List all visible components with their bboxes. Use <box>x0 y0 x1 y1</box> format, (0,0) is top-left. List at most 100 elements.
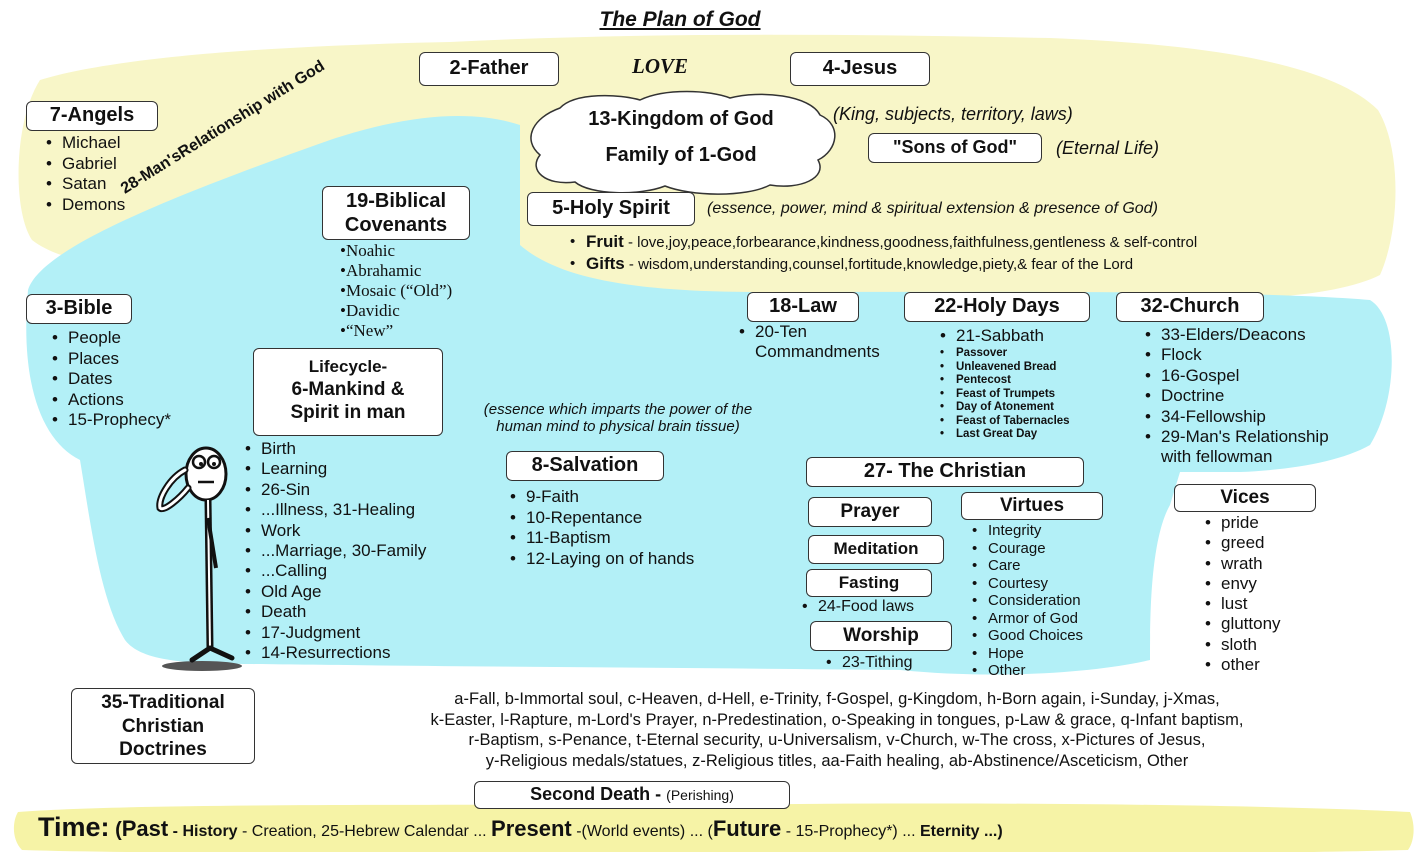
sons-of-god-box: "Sons of God" <box>868 133 1042 163</box>
time-past-text: - Creation, 25-Hebrew Calendar ... <box>237 823 492 840</box>
time-history: History <box>182 823 238 840</box>
law-item-line-2: Commandments <box>755 342 880 361</box>
lifecycle-item: 26-Sin <box>245 480 426 501</box>
virtues-box: Virtues <box>961 492 1103 520</box>
time-label: Time: <box>38 812 110 842</box>
covenants-title-1: 19-Biblical <box>345 190 447 212</box>
church-box: 32-Church <box>1116 292 1264 322</box>
church-item: 33-Elders/Deacons <box>1145 325 1329 346</box>
holy-day-item: Day of Atonement <box>940 401 1070 415</box>
lifecycle-item: 14-Resurrections <box>245 643 426 664</box>
note-line-2: human mind to physical brain tissue) <box>496 418 740 435</box>
salvation-item: 11-Baptism <box>510 528 694 549</box>
holy-day-item: Pentecost <box>940 374 1070 388</box>
bible-list: PeoplePlacesDatesActions15-Prophecy* <box>52 328 171 431</box>
covenants-box: 19-Biblical Covenants <box>322 186 470 240</box>
page-title: The Plan of God <box>599 8 761 31</box>
fasting-item-label: 24-Food laws <box>818 598 915 615</box>
time-present-text: -(World events) ... ( <box>571 823 713 840</box>
time-past: Past <box>121 816 169 841</box>
sons-note: (Eternal Life) <box>1056 138 1160 158</box>
angel-item: Gabriel <box>46 154 125 175</box>
vices-box: Vices <box>1174 484 1316 512</box>
worship-item: •23-Tithing <box>826 654 913 671</box>
law-item-line-1: 20-Ten <box>755 322 807 341</box>
love-label: LOVE <box>632 54 689 78</box>
doctrine-line: y-Religious medals/statues, z-Religious … <box>485 751 1189 770</box>
lifecycle-box: Lifecycle- 6-Mankind & Spirit in man <box>253 348 443 436</box>
lifecycle-item: Work <box>245 521 426 542</box>
family-title: Family of 1-God <box>605 144 757 166</box>
second-death-label: Second Death - <box>530 784 662 804</box>
kingdom-note: (King, subjects, territory, laws) <box>833 104 1073 124</box>
time-eternity: Eternity ...) <box>919 823 1003 840</box>
fasting-box: Fasting <box>806 569 932 597</box>
spirit-list: Fruit - love,joy,peace,forbearance,kindn… <box>570 231 1197 275</box>
virtue-item: Hope <box>972 645 1083 663</box>
bible-item: 15-Prophecy* <box>52 410 171 431</box>
lifecycle-item: ...Calling <box>245 561 426 582</box>
vice-item: pride <box>1205 513 1281 534</box>
bible-item: People <box>52 328 171 349</box>
time-future-text: - 15-Prophecy*) ... <box>781 823 920 840</box>
time-line: Time: (Past - History - Creation, 25-Heb… <box>38 812 1003 843</box>
virtue-item: Care <box>972 557 1083 575</box>
fasting-item: •24-Food laws <box>802 598 915 615</box>
church-item-cont: with fellowman <box>1161 447 1273 466</box>
holy-days-box: 22-Holy Days <box>904 292 1090 322</box>
holy-day-item: Feast of Trumpets <box>940 388 1070 402</box>
vice-item: sloth <box>1205 635 1281 656</box>
virtue-item: Integrity <box>972 522 1083 540</box>
salvation-box: 8-Salvation <box>506 451 664 481</box>
virtues-list: IntegrityCourageCareCourtesyConsideratio… <box>972 522 1083 680</box>
traditional-title-2: Christian <box>121 715 205 737</box>
church-item: 34-Fellowship <box>1145 407 1329 428</box>
christian-box: 27- The Christian <box>806 457 1084 487</box>
lifecycle-item: ...Marriage, 30-Family <box>245 541 426 562</box>
law-item: •20-Ten Commandments <box>739 322 880 361</box>
holy-day-item: Unleavened Bread <box>940 361 1070 375</box>
lifecycle-list: BirthLearning26-Sin...Illness, 31-Healin… <box>245 439 426 664</box>
sabbath-label: 21-Sabbath <box>956 326 1044 345</box>
doctrine-line: k-Easter, l-Rapture, m-Lord's Prayer, n-… <box>430 710 1244 729</box>
virtue-item: Courtesy <box>972 575 1083 593</box>
holy-spirit-note: (essence, power, mind & spiritual extens… <box>707 200 1158 217</box>
angels-list: MichaelGabrielSatanDemons <box>46 133 125 215</box>
lifecycle-item: Birth <box>245 439 426 460</box>
lifecycle-item: Death <box>245 602 426 623</box>
salvation-list: 9-Faith10-Repentance11-Baptism12-Laying … <box>510 487 694 569</box>
vice-item: other <box>1205 655 1281 676</box>
covenants-title-2: Covenants <box>344 214 448 236</box>
bible-item: Places <box>52 349 171 370</box>
spirit-in-man-note: (essence which imparts the power of the … <box>448 401 788 435</box>
worship-item-label: 23-Tithing <box>842 654 913 671</box>
bible-item: Actions <box>52 390 171 411</box>
father-box: 2-Father <box>419 52 559 86</box>
holy-spirit-box: 5-Holy Spirit <box>527 192 695 226</box>
lifecycle-title-1: Lifecycle- <box>308 357 388 376</box>
bible-item: Dates <box>52 369 171 390</box>
covenant-item: •“New” <box>340 321 394 340</box>
angel-item: Demons <box>46 195 125 216</box>
church-list: 33-Elders/DeaconsFlock16-GospelDoctrine3… <box>1145 325 1329 448</box>
gifts-item: Gifts - wisdom,understanding,counsel,for… <box>570 253 1197 275</box>
salvation-item: 10-Repentance <box>510 508 694 529</box>
doctrine-line: r-Baptism, s-Penance, t-Eternal security… <box>468 731 1206 749</box>
sabbath-item: •21-Sabbath <box>940 326 1044 345</box>
virtue-item: Consideration <box>972 592 1083 610</box>
prayer-box: Prayer <box>808 497 932 527</box>
holy-day-item: Passover <box>940 347 1070 361</box>
covenant-item: •Abrahamic <box>340 261 422 280</box>
vice-item: wrath <box>1205 554 1281 575</box>
vice-item: gluttony <box>1205 614 1281 635</box>
virtue-item: Courage <box>972 540 1083 558</box>
time-band <box>13 803 1414 852</box>
angels-box: 7-Angels <box>26 101 158 131</box>
holy-day-item: Feast of Tabernacles <box>940 415 1070 429</box>
second-death-box: Second Death - (Perishing) <box>474 781 790 809</box>
traditional-title-1: 35-Traditional <box>101 692 225 713</box>
worship-box: Worship <box>810 621 952 651</box>
church-item: Doctrine <box>1145 386 1329 407</box>
time-open-paren: ( <box>109 819 122 841</box>
church-item: 29-Man's Relationship <box>1145 427 1329 448</box>
